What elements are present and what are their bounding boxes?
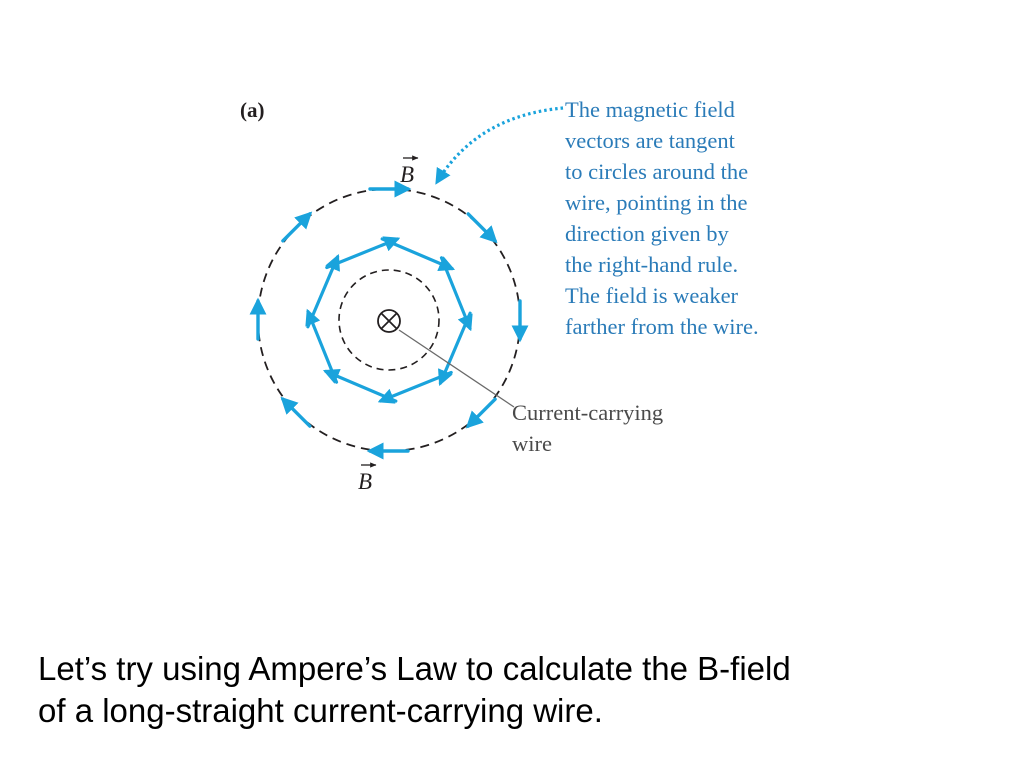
inner-field-circle	[338, 269, 440, 371]
inner-field-vector	[325, 236, 401, 270]
inner-field-vector	[306, 253, 340, 329]
inner-field-vector	[439, 256, 473, 332]
annotation-pointer-arrow	[435, 106, 564, 185]
wire-into-page-icon	[377, 309, 401, 333]
caption-line-2: of a long-straight current-carrying wire…	[38, 692, 603, 729]
field-annotation: The magnetic field vectors are tangent t…	[565, 97, 759, 339]
wire-leader-line	[398, 329, 515, 408]
inner-field-vector	[438, 311, 472, 387]
inner-field-vector	[377, 370, 453, 404]
caption-line-1: Let’s try using Ampere’s Law to calculat…	[38, 650, 791, 687]
inner-field-vectors	[305, 236, 473, 404]
wire-label: Current-carrying wire	[512, 400, 669, 456]
svg-text:B: B	[358, 469, 372, 494]
inner-field-vector	[380, 237, 456, 271]
magnetic-field-diagram: (a) Current-carrying wire B B	[240, 97, 759, 494]
outer-field-vectors	[249, 180, 529, 460]
b-vector-label-bottom: B	[358, 462, 377, 494]
outer-field-vector	[281, 211, 313, 243]
inner-field-vector	[305, 308, 339, 384]
outer-field-vector	[465, 397, 497, 429]
outer-field-vector	[280, 396, 312, 428]
inner-field-vector	[322, 369, 398, 403]
slide-caption: Let’s try using Ampere’s Law to calculat…	[38, 648, 998, 732]
panel-label: (a)	[240, 98, 265, 122]
svg-text:B: B	[400, 162, 414, 187]
outer-field-vector	[466, 212, 498, 244]
b-vector-label-top: B	[400, 155, 419, 187]
